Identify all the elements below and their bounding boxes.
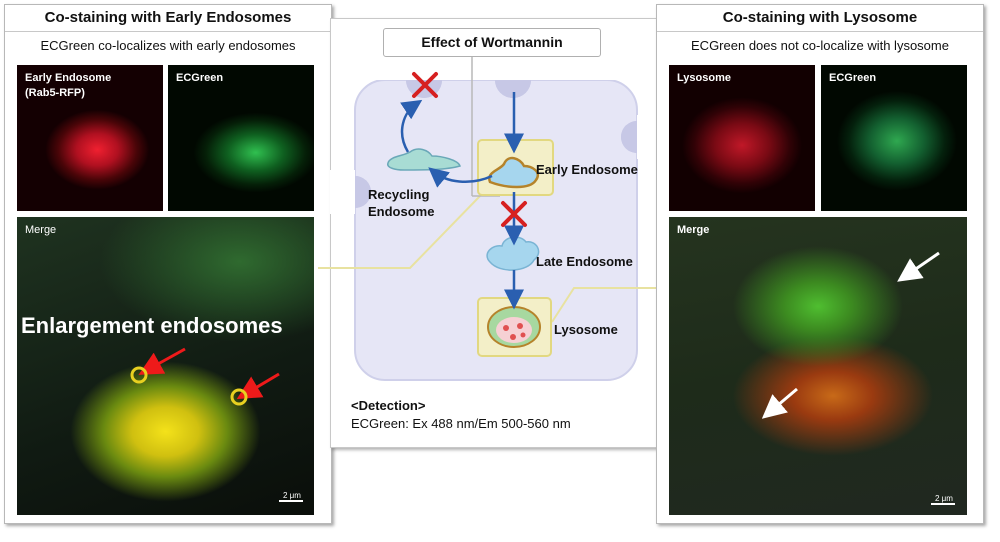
enlargement-overlay-text: Enlargement endosomes <box>21 313 283 338</box>
early-endosome-shape <box>488 156 540 189</box>
inhibit-x-late <box>501 201 527 227</box>
merge-label-left: Merge <box>25 224 57 236</box>
scale-text-left: 2 μm <box>283 491 301 500</box>
inhibit-x-recycling <box>412 72 438 98</box>
ecgreen-label-right: ECGreen <box>829 72 877 84</box>
diagram-title: Effect of Wortmannin <box>383 28 601 57</box>
recycling-endosome-text-1: Recycling <box>368 187 430 202</box>
ecgreen-image-left: ECGreen <box>168 65 314 211</box>
left-panel: Co-staining with Early Endosomes ECGreen… <box>4 4 332 524</box>
white-arrow-1 <box>897 251 940 282</box>
left-panel-subtitle: ECGreen co-localizes with early endosome… <box>40 38 296 53</box>
red-arrow-2 <box>236 372 280 400</box>
white-arrows <box>761 251 940 419</box>
scale-bar-left <box>279 500 303 502</box>
right-panel: Co-staining with Lysosome ECGreen does n… <box>656 4 984 524</box>
lysosome-text: Lysosome <box>554 322 618 337</box>
scale-text-right: 2 μm <box>935 494 953 503</box>
early-endosome-label: Early Endosome <box>25 72 112 84</box>
callout-line-left <box>318 195 481 269</box>
ecgreen-label-left: ECGreen <box>176 72 224 84</box>
arrow-to-recycling <box>428 167 493 188</box>
early-endosome-image: Early Endosome (Rab5-RFP) <box>17 65 163 211</box>
late-endosome-shape <box>486 236 540 271</box>
ecgreen-image-right: ECGreen <box>821 65 967 211</box>
arrow-recycling-to-membrane <box>400 99 423 153</box>
detection-label: <Detection> <box>351 398 426 413</box>
red-arrows <box>130 347 280 406</box>
detection-value: ECGreen: Ex 488 nm/Em 500-560 nm <box>351 416 571 431</box>
recycling-endosome-shape <box>387 148 461 171</box>
callout-line-right <box>551 287 660 323</box>
lysosome-image: Lysosome <box>669 65 815 211</box>
merge-label-right: Merge <box>677 224 710 236</box>
merge-image-left: Merge Enlargement endosomes 2 μm <box>17 217 314 515</box>
red-arrow-1 <box>138 347 186 375</box>
left-panel-title: Co-staining with Early Endosomes <box>5 5 331 32</box>
scale-bar-right <box>931 503 955 505</box>
lysosome-label: Lysosome <box>677 72 732 84</box>
recycling-endosome-text-2: Endosome <box>368 204 435 219</box>
merge-image-right: Merge 2 μm <box>669 217 967 515</box>
white-arrow-2 <box>761 387 798 419</box>
late-endosome-text: Late Endosome <box>536 254 633 269</box>
rab5-rfp-label: (Rab5-RFP) <box>25 87 85 99</box>
early-endosome-text: Early Endosome <box>536 162 638 177</box>
right-panel-title: Co-staining with Lysosome <box>657 5 983 32</box>
right-panel-subtitle: ECGreen does not co-localize with lysoso… <box>691 38 949 53</box>
